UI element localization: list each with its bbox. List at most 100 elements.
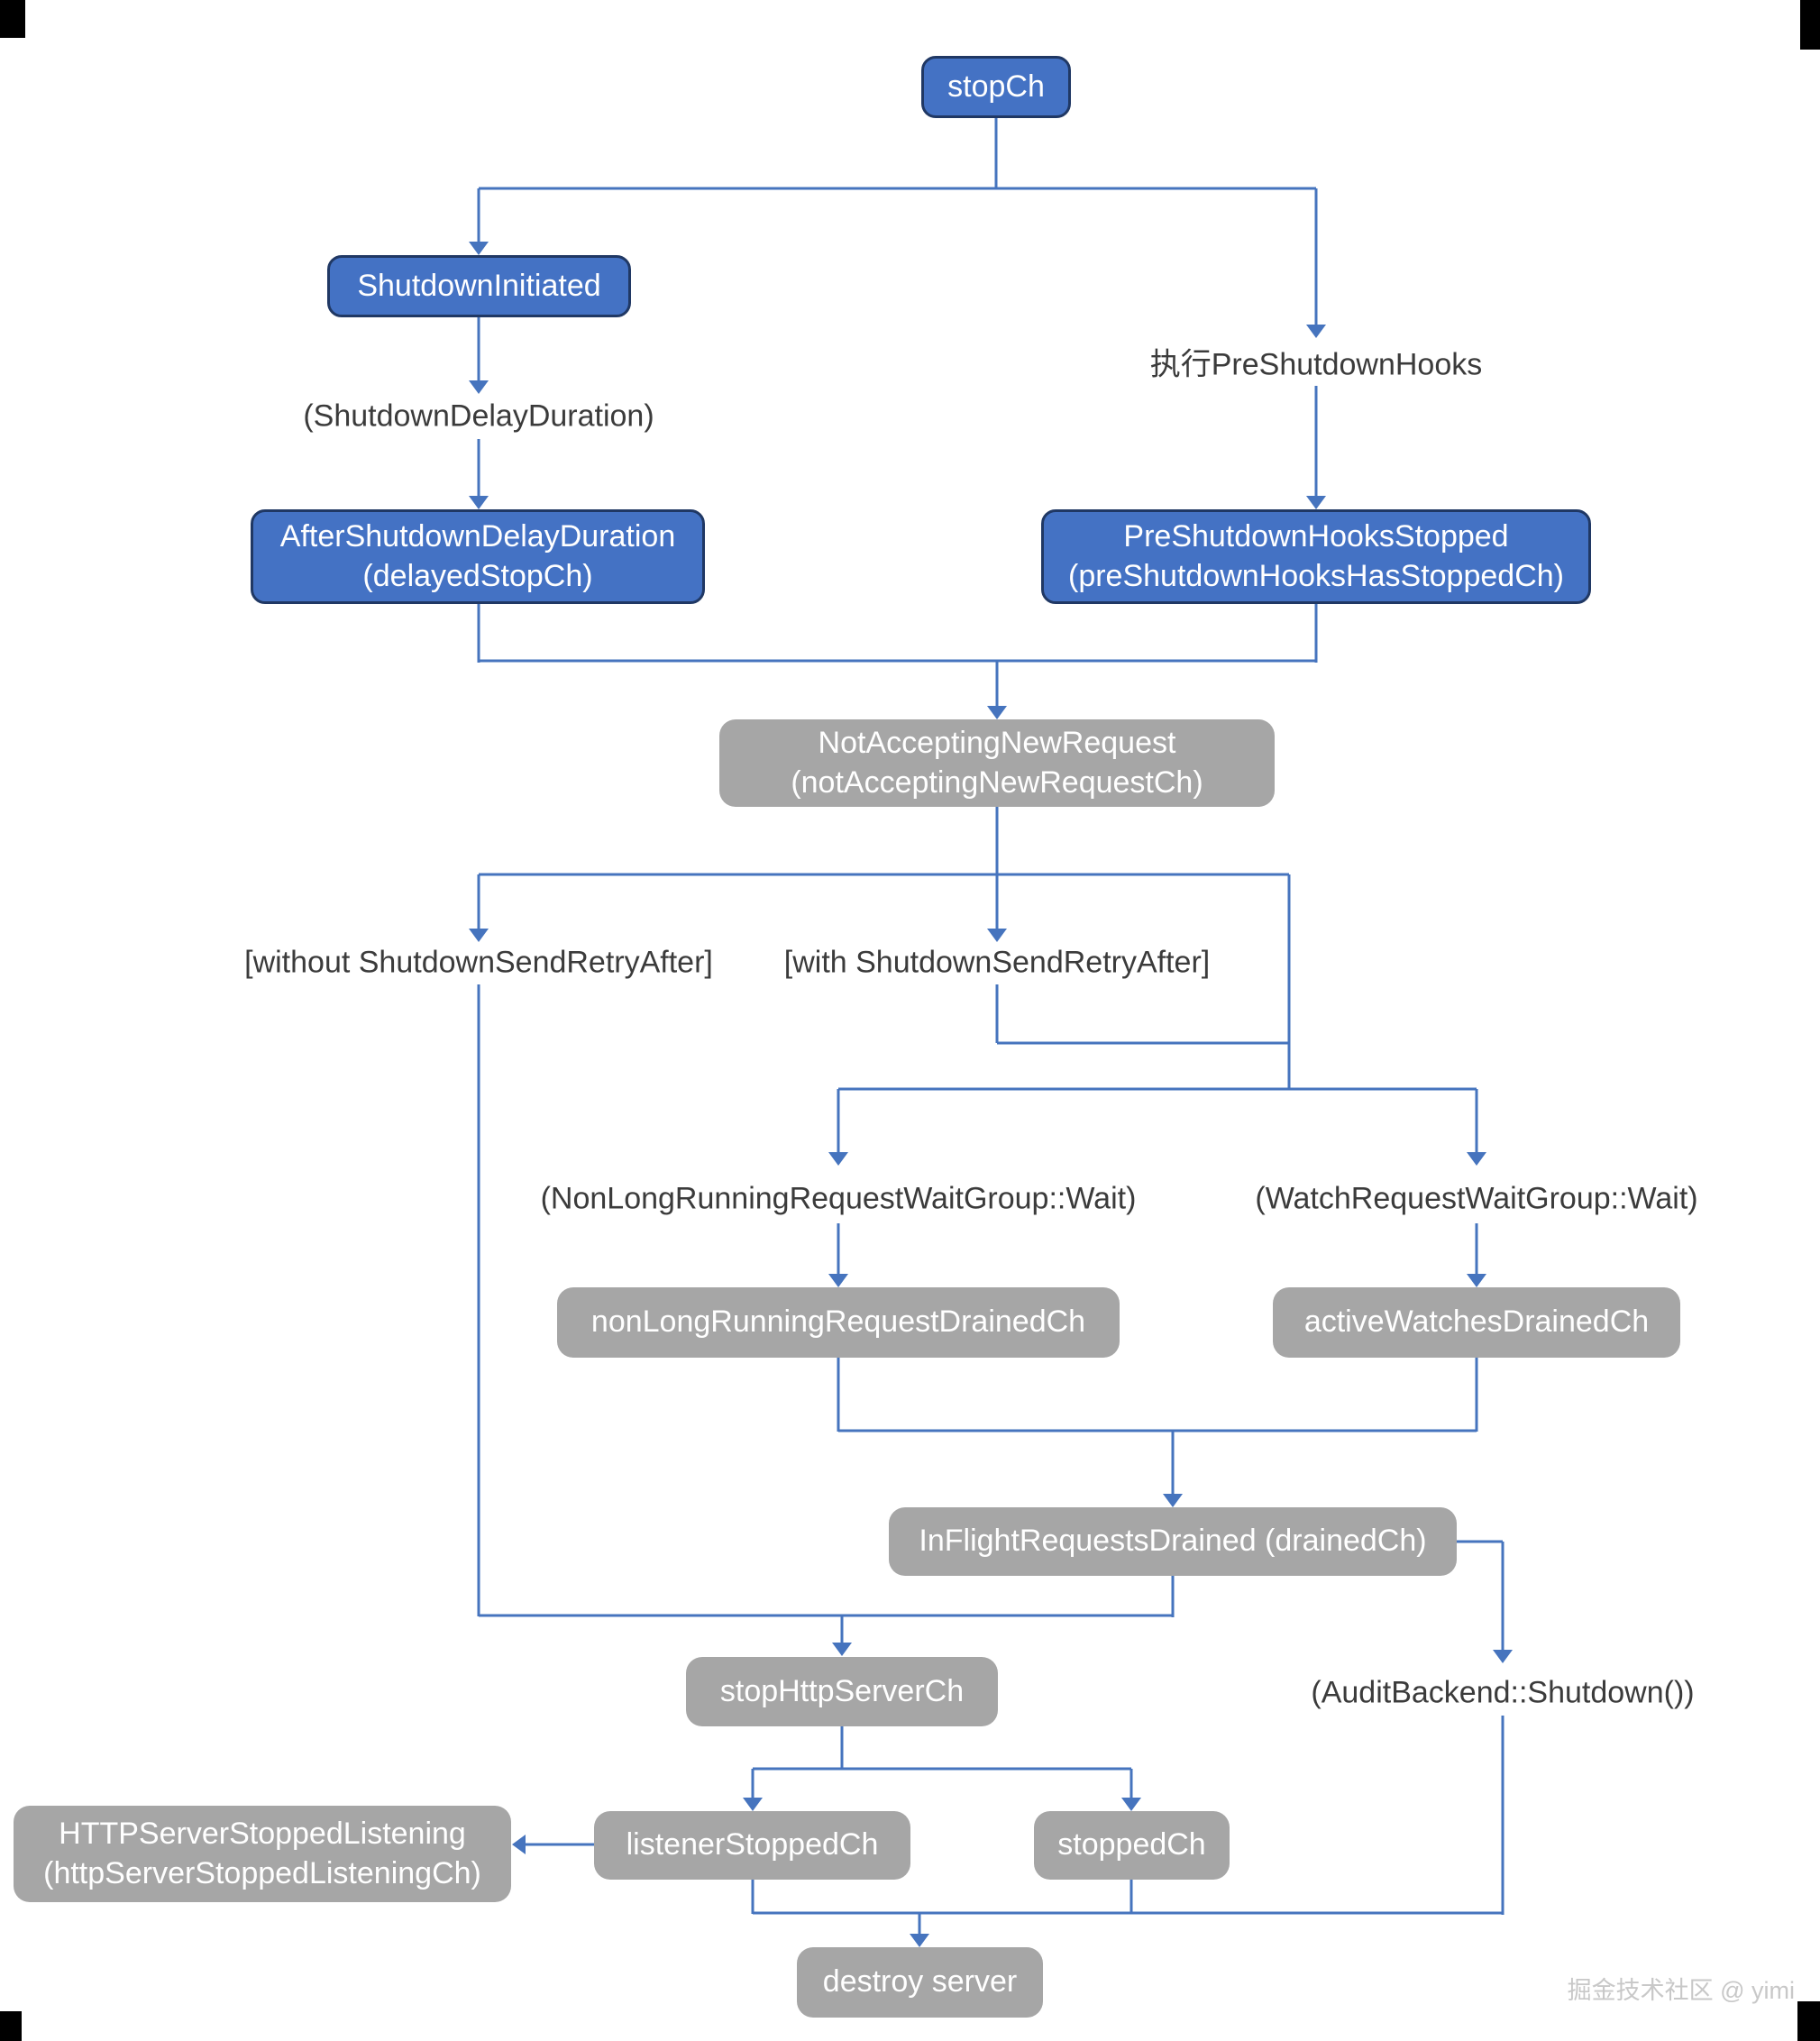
arrowhead-exec-hooks [1306,325,1326,338]
label-shutdown-delay-duration: (ShutdownDelayDuration) [303,398,654,434]
edge-to-watch-wait [1475,1089,1478,1153]
edge-delay-label-to-box [477,439,480,497]
edge-listener-to-httpserver [525,1843,594,1846]
node-stopped-ch-label: stoppedCh [1057,1827,1206,1863]
node-non-long-running-request-drained-ch-label: nonLongRunningRequestDrainedCh [590,1304,1086,1340]
edge-inflight-down [1171,1576,1175,1617]
edge-to-shutdown-initiated [477,188,480,243]
corner-mark-bottom-left [0,2011,22,2041]
arrowhead-nonlong-wait [828,1152,848,1166]
arrowhead-nonlong-box [828,1274,848,1287]
edge-watches-box-down [1475,1358,1478,1432]
node-listener-stopped-ch-label: listenerStoppedCh [626,1827,879,1863]
arrowhead-httpserver [512,1835,526,1854]
edge-watch-wait-down [1475,1223,1478,1275]
node-active-watches-drained-ch-label: activeWatchesDrainedCh [1303,1304,1650,1340]
edge-to-not-accepting [995,661,999,707]
edge-merge-1 [479,659,1316,663]
node-after-shutdown-delay-duration-line1: AfterShutdownDelayDuration [279,518,676,554]
edge-split-retry [479,873,1289,876]
edge-to-exec-hooks [1314,188,1318,325]
corner-mark-top-right [1800,0,1820,50]
arrowhead-destroy [910,1934,929,1947]
edge-not-accepting-down [995,807,999,874]
arrowhead-without-label [469,929,489,942]
edge-hooks-stopped-down [1314,604,1318,663]
node-listener-stopped-ch: listenerStoppedCh [594,1811,910,1880]
edge-to-nonlong-wait [837,1089,840,1153]
edge-exec-to-hooks-stopped [1314,386,1318,497]
node-pre-shutdown-hooks-stopped: PreShutdownHooksStopped (preShutdownHook… [1041,509,1591,604]
arrowhead-inflight [1163,1494,1183,1507]
edge-after-delay-down [477,604,480,663]
arrowhead-stophttp [832,1643,852,1656]
node-shutdown-initiated-label: ShutdownInitiated [357,268,601,303]
edge-split-wait [838,1087,1477,1091]
edge-nonlong-box-down [837,1358,840,1432]
node-pre-shutdown-hooks-stopped-line1: PreShutdownHooksStopped [1123,518,1509,554]
node-http-server-stopped-listening-line1: HTTPServerStoppedListening [59,1816,466,1851]
edge-to-inflight [1171,1431,1175,1495]
node-stopch-label: stopCh [947,69,1045,104]
watermark: 掘金技术社区 @ yimi [1567,1977,1795,2004]
edge-to-without-label [477,874,480,929]
edge-nonlong-wait-down [837,1223,840,1275]
edge-right-retry-down [1287,874,1291,1089]
node-not-accepting-new-request-line2: (notAcceptingNewRequestCh) [791,764,1203,800]
node-pre-shutdown-hooks-stopped-line2: (preShutdownHooksHasStoppedCh) [1068,558,1564,593]
arrowhead-shutdown-initiated [469,242,489,255]
edge-stopch-down [994,118,998,188]
edge-stophttp-down [840,1726,844,1770]
edge-inflight-right [1457,1540,1503,1543]
node-destroy-server-label: destroy server [822,1964,1018,2000]
edge-to-stophttp [840,1615,844,1643]
arrowhead-with-label [987,929,1007,942]
edge-merge-3 [753,1911,1503,1915]
arrowhead-after-delay-box [469,496,489,509]
node-http-server-stopped-listening: HTTPServerStoppedListening (httpServerSt… [14,1806,511,1902]
edge-to-with-label [995,874,999,929]
node-http-server-stopped-listening-line2: (httpServerStoppedListeningCh) [43,1855,481,1890]
node-not-accepting-new-request-line1: NotAcceptingNewRequest [818,725,1176,760]
node-after-shutdown-delay-duration: AfterShutdownDelayDuration (delayedStopC… [251,509,705,604]
edge-merge-drained [838,1429,1477,1432]
arrowhead-listener [743,1798,763,1811]
edge-split-stopped [753,1767,1131,1771]
arrowhead-hooks-stopped [1306,496,1326,509]
edge-to-stopped [1129,1769,1133,1798]
node-stop-http-server-ch: stopHttpServerCh [686,1657,998,1726]
node-destroy-server: destroy server [797,1947,1043,2018]
edge-initiated-to-delay-label [477,317,480,381]
arrowhead-watches-box [1467,1274,1486,1287]
edge-audit-down [1501,1716,1504,1915]
node-after-shutdown-delay-duration-line2: (delayedStopCh) [362,558,593,593]
edge-stopped-down [1129,1880,1133,1914]
edge-with-label-down [995,984,999,1043]
edge-to-audit [1501,1542,1504,1651]
node-not-accepting-new-request: NotAcceptingNewRequest (notAcceptingNewR… [719,719,1275,807]
arrowhead-audit [1493,1650,1513,1663]
arrowhead-not-accepting [987,706,1007,719]
node-stopped-ch: stoppedCh [1034,1811,1230,1880]
node-in-flight-requests-drained: InFlightRequestsDrained (drainedCh) [889,1507,1457,1576]
edge-without-long-down [477,984,480,1616]
label-with-retry-after: [with ShutdownSendRetryAfter] [783,945,1211,980]
edge-to-destroy [918,1913,921,1935]
corner-mark-bottom-right [1797,2001,1820,2041]
edge-merge-2 [479,1614,1174,1617]
node-shutdown-initiated: ShutdownInitiated [327,255,631,317]
label-watch-wait: (WatchRequestWaitGroup::Wait) [1255,1181,1698,1216]
arrowhead-watch-wait [1467,1152,1486,1166]
label-audit-backend-shutdown: (AuditBackend::Shutdown()) [1311,1675,1695,1710]
label-non-long-running-wait: (NonLongRunningRequestWaitGroup::Wait) [540,1181,1137,1216]
node-non-long-running-request-drained-ch: nonLongRunningRequestDrainedCh [557,1287,1120,1358]
edge-to-listener [751,1769,755,1798]
edge-top-split [479,187,1316,190]
node-in-flight-requests-drained-label: InFlightRequestsDrained (drainedCh) [919,1524,1427,1559]
label-exec-preshutdownhooks: 执行PreShutdownHooks [1149,347,1483,382]
edge-listener-down [751,1880,755,1914]
label-without-retry-after: [without ShutdownSendRetryAfter] [244,945,713,980]
arrowhead-delay-label [469,380,489,394]
edge-with-to-right [997,1041,1289,1045]
node-active-watches-drained-ch: activeWatchesDrainedCh [1273,1287,1680,1358]
